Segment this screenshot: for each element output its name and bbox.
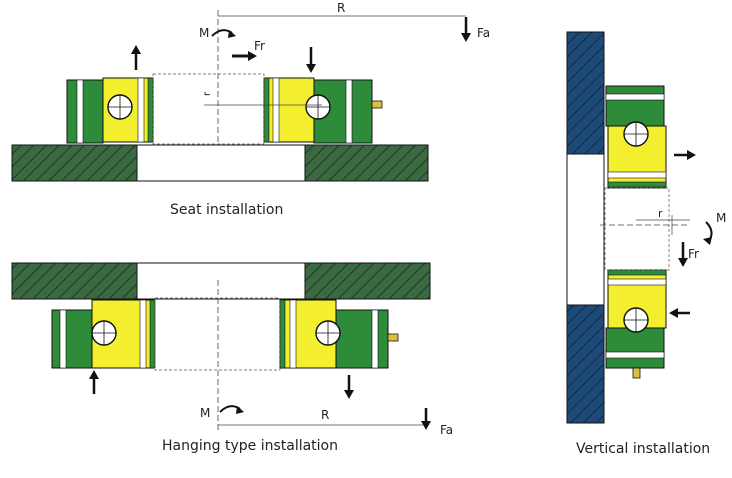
seat-base-plate-right [304, 144, 429, 182]
seat-fa-label: Fa [477, 26, 490, 40]
hanging-down-arrow [344, 375, 354, 399]
vertical-grease-nipple [632, 367, 641, 379]
hanging-fa-label: Fa [440, 423, 453, 437]
vertical-wall-bore [566, 153, 605, 306]
hanging-plate-bore [136, 262, 306, 300]
seat-fr-label: Fr [254, 39, 265, 53]
vertical-left-arrow [669, 308, 690, 318]
seat-moment-label: M [199, 26, 209, 40]
hanging-installation: M R Fa [11, 262, 453, 437]
vertical-r-label: r [658, 207, 663, 220]
hanging-radius-label: R [321, 408, 329, 422]
seat-grease-nipple [371, 100, 383, 109]
seat-up-arrow [131, 45, 141, 70]
caption-seat-installation: Seat installation [170, 202, 284, 218]
caption-vertical-installation: Vertical installation [576, 441, 711, 457]
seat-base-bore [136, 144, 306, 182]
seat-fa-arrow [461, 17, 471, 42]
hanging-moment-label: M [200, 406, 210, 420]
hanging-grease-nipple [387, 333, 399, 342]
hanging-left-bearing [51, 299, 156, 369]
caption-hanging-installation: Hanging type installation [162, 438, 338, 454]
seat-installation: M Fr R Fa r [11, 1, 490, 182]
vertical-fr-label: Fr [688, 247, 699, 261]
seat-r-label: r [202, 91, 213, 96]
seat-base-plate-left [11, 144, 138, 182]
vertical-top-bearing [605, 85, 667, 189]
seat-down-arrow [306, 47, 316, 73]
hanging-up-arrow [89, 370, 99, 394]
vertical-bottom-bearing [605, 269, 667, 379]
vertical-wall-bottom [566, 304, 605, 424]
seat-radius-label: R [337, 1, 345, 15]
seat-right-bearing [263, 77, 383, 144]
vertical-wall-top [566, 31, 605, 155]
hanging-top-plate-right [304, 262, 431, 300]
hanging-fa-arrow [421, 408, 431, 430]
hanging-top-plate-left [11, 262, 138, 300]
seat-fr-arrow [232, 51, 257, 61]
vertical-moment-label: M [716, 211, 726, 225]
seat-left-bearing [66, 77, 154, 144]
vertical-installation: M r Fr [566, 31, 726, 424]
vertical-fr-arrow [678, 242, 688, 267]
vertical-right-arrow [674, 150, 696, 160]
hanging-right-bearing [279, 299, 399, 369]
